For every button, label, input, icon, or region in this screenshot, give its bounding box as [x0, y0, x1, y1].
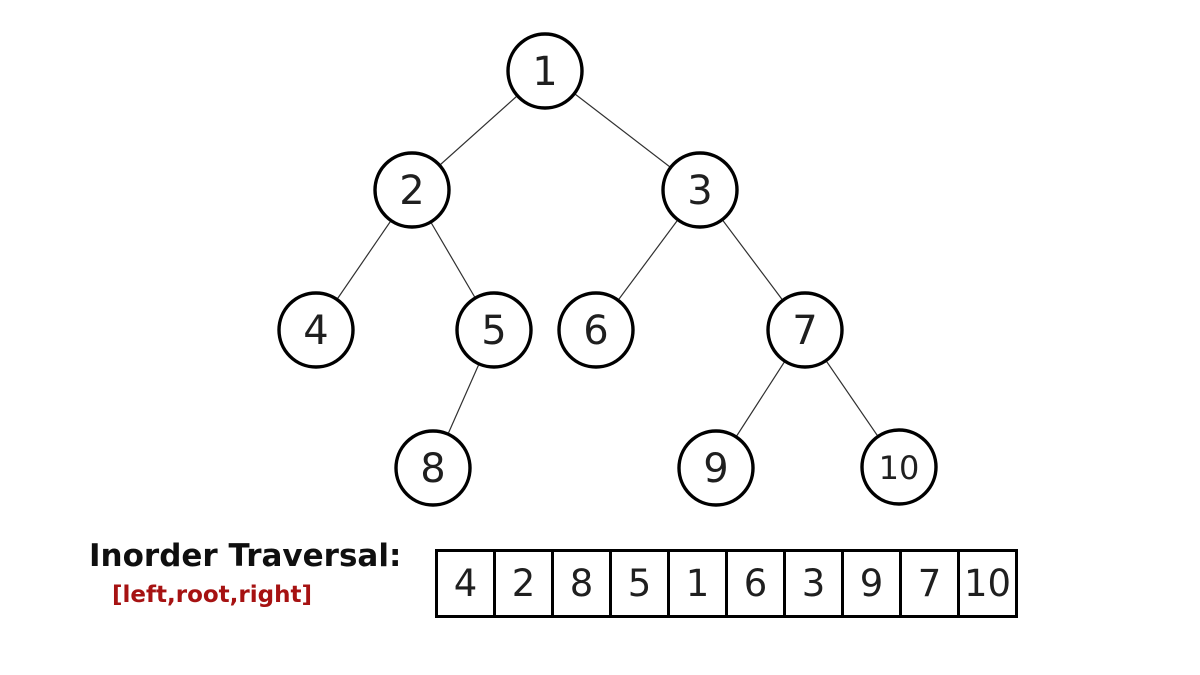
tree-node-label: 8	[420, 446, 445, 492]
tree-node-label: 4	[303, 308, 328, 354]
tree-node-label: 9	[703, 446, 728, 492]
traversal-array-cell: 8	[554, 552, 612, 615]
traversal-order-hint: [left,root,right]	[112, 582, 312, 608]
traversal-array-cell: 1	[670, 552, 728, 615]
tree-node-label: 1	[532, 49, 557, 95]
tree-node-label: 7	[792, 308, 817, 354]
traversal-array-cell: 6	[728, 552, 786, 615]
traversal-array-cell: 3	[786, 552, 844, 615]
traversal-label-block: Inorder Traversal: [left,root,right]	[89, 538, 401, 608]
tree-node	[677, 429, 755, 507]
tree-node	[661, 151, 739, 229]
tree-node	[506, 32, 584, 110]
traversal-label: Inorder Traversal:	[89, 538, 402, 574]
tree-node	[277, 291, 355, 369]
tree-node-label: 2	[399, 168, 424, 214]
traversal-array-cell: 9	[844, 552, 902, 615]
tree-node-label: 10	[879, 449, 920, 487]
tree-node	[373, 151, 451, 229]
tree-node	[860, 428, 938, 506]
tree-node-label: 5	[481, 308, 506, 354]
traversal-array-cell: 4	[438, 552, 496, 615]
tree-node	[455, 291, 533, 369]
traversal-array-cell: 10	[963, 562, 1012, 605]
traversal-array-cell: 7	[902, 552, 960, 615]
tree-node-label: 6	[583, 308, 608, 354]
tree-node	[766, 291, 844, 369]
traversal-array-cell: 2	[496, 552, 554, 615]
traversal-array-cell: 5	[612, 552, 670, 615]
tree-node-label: 3	[687, 168, 712, 214]
tree-node	[394, 429, 472, 507]
tree-node	[557, 291, 635, 369]
